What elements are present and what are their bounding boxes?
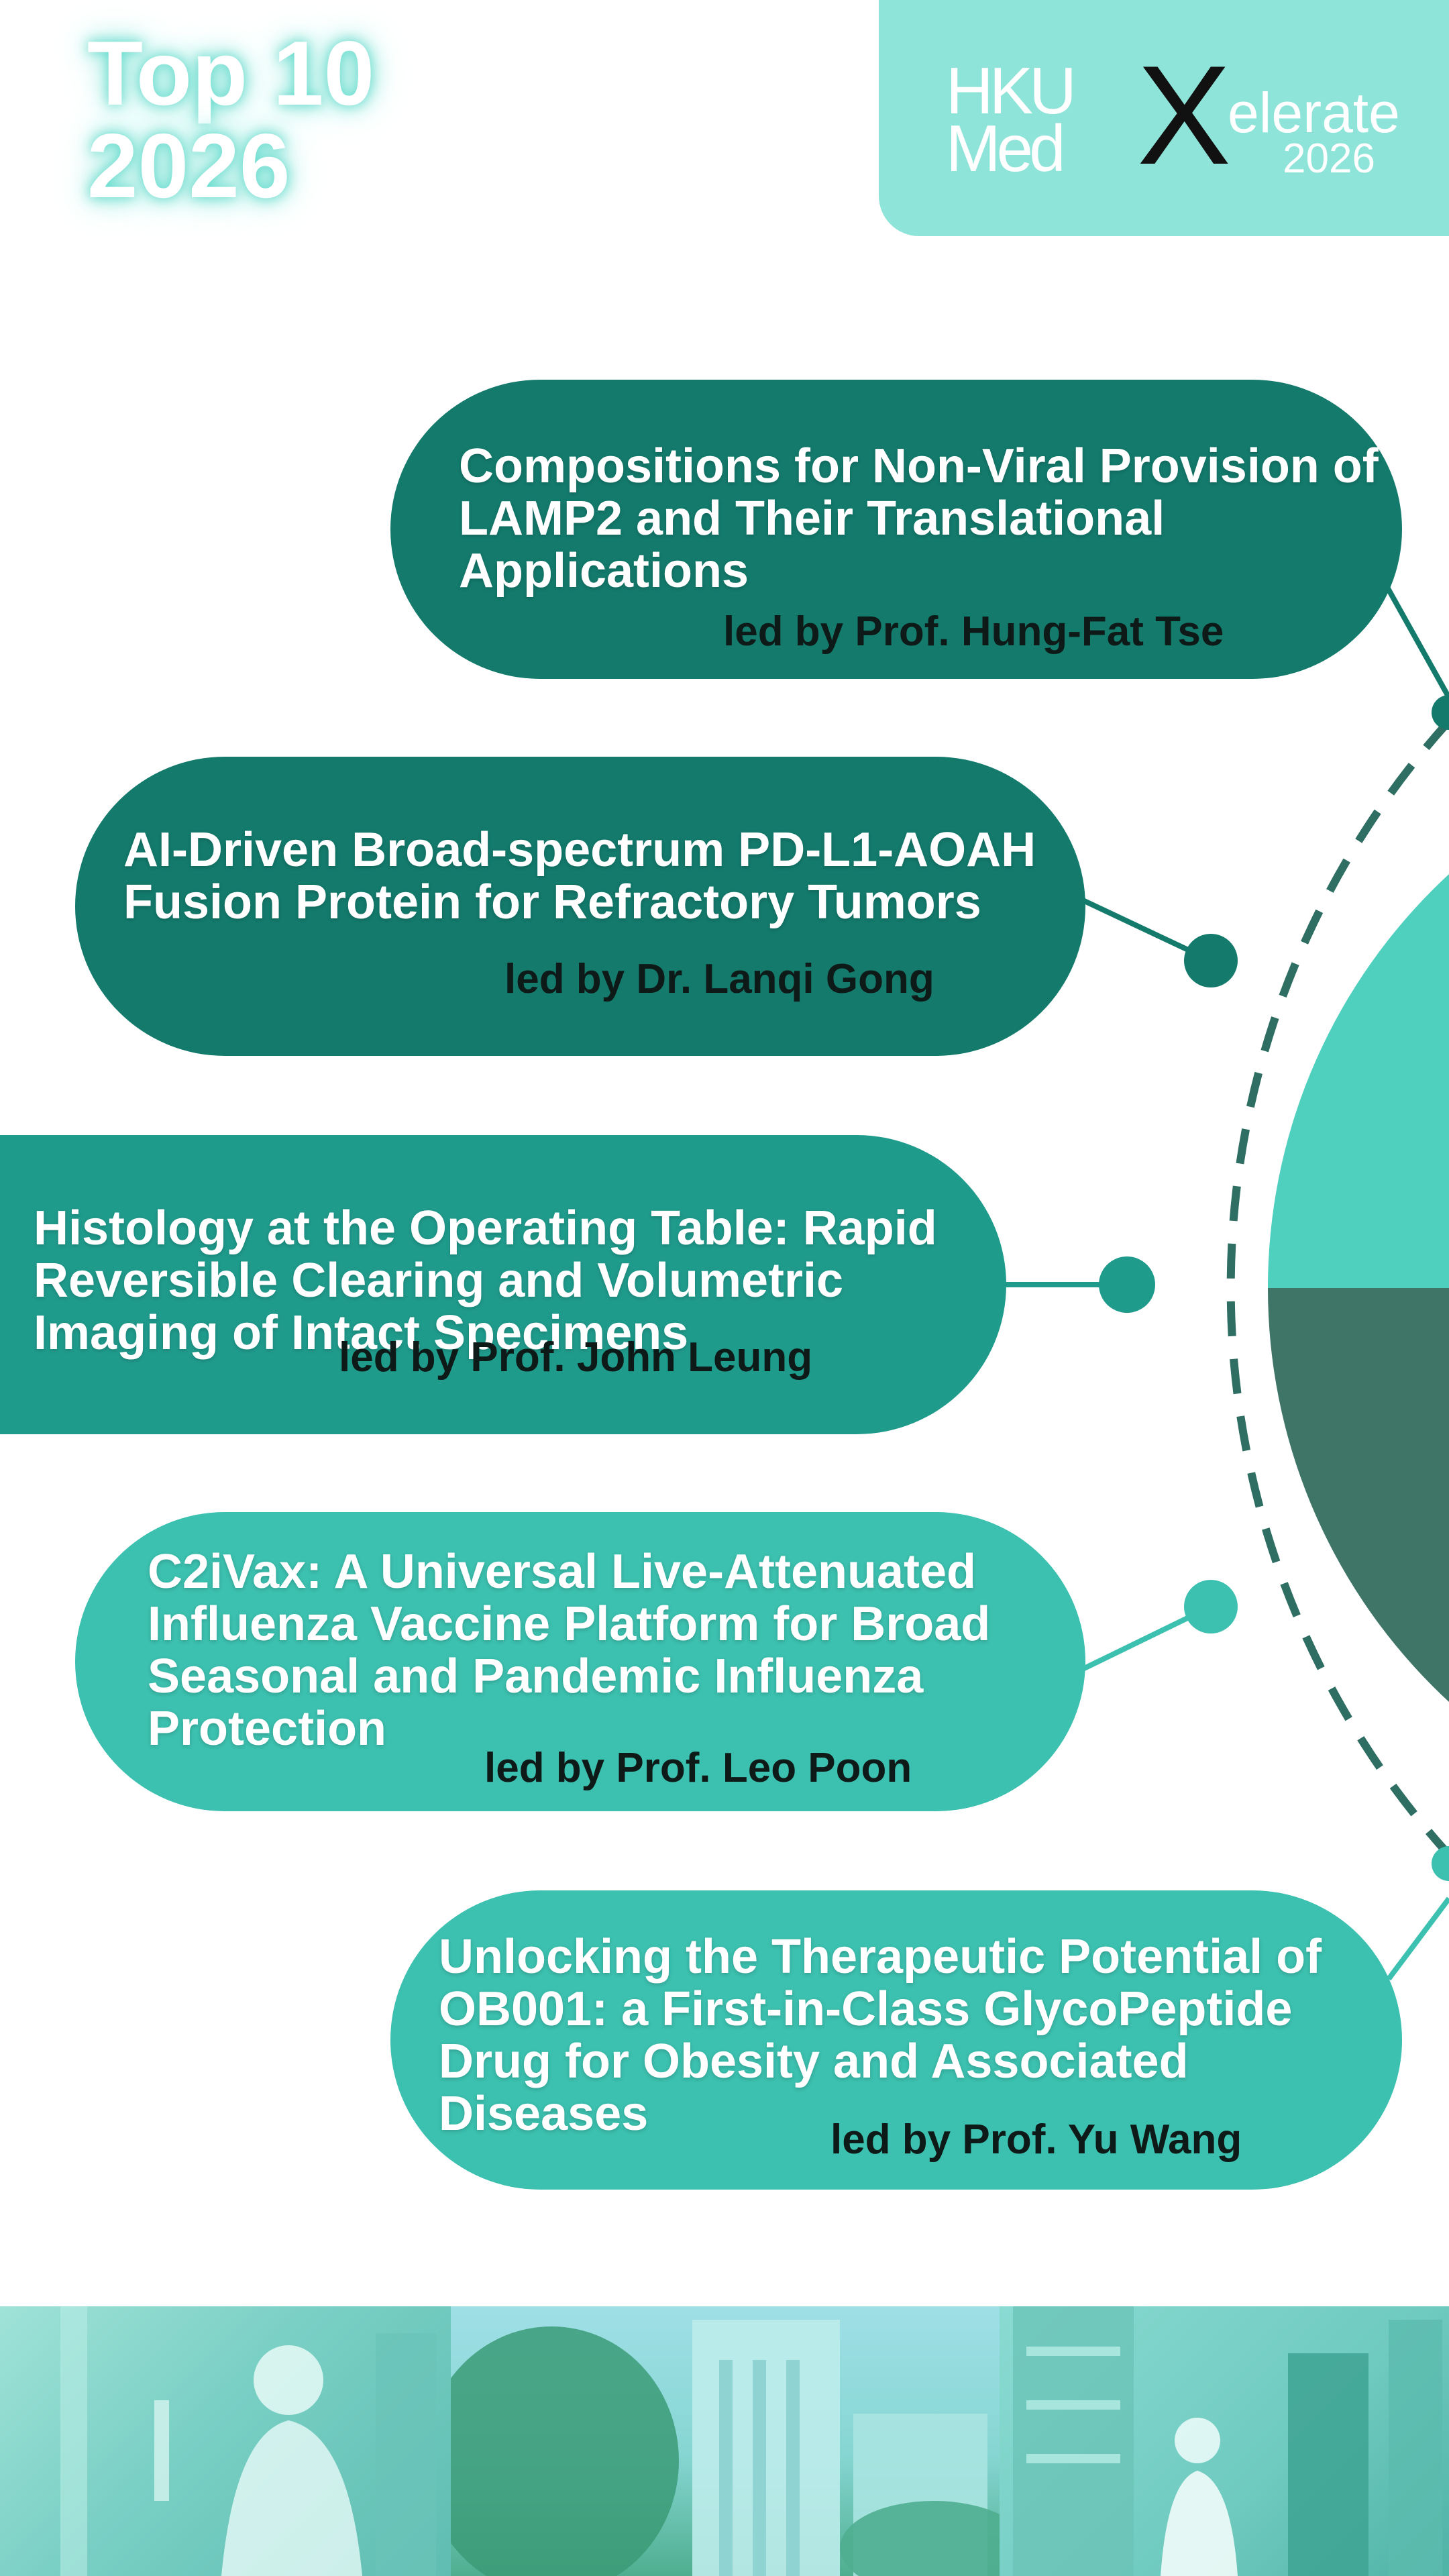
researcher-silhouette: [60, 2306, 436, 2576]
headline-top10: Top 10 2026: [87, 27, 374, 212]
connector-line-1: [1383, 582, 1449, 699]
xelerate-wordmark: elerate: [1228, 81, 1400, 144]
project-card-2: AI-Driven Broad-spectrum PD-L1-AOAH Fusi…: [75, 757, 1085, 1056]
ring-lower-segment: [1268, 1288, 1449, 1702]
headline-line2: 2026: [87, 115, 290, 217]
hkumed-logo: HKU Med: [946, 54, 1077, 185]
project-lead: led by Prof. Leo Poon: [484, 1745, 912, 1791]
connector-dot-5: [1432, 1846, 1449, 1881]
building-silhouette: [451, 2320, 1000, 2576]
lab-researcher-photo: [0, 2306, 451, 2576]
lab-equipment-photo: [1000, 2306, 1449, 2576]
project-card-5: Unlocking the Therapeutic Potential of O…: [390, 1890, 1402, 2190]
campus-building-photo: [451, 2306, 1000, 2576]
project-card-3: Histology at the Operating Table: Rapid …: [0, 1135, 1006, 1434]
project-title: C2iVax: A Universal Live-Attenuated Infl…: [148, 1545, 991, 1756]
brand-panel: HKU Med X elerate 2026: [879, 0, 1449, 236]
project-lead: led by Prof. Hung-Fat Tse: [723, 608, 1224, 655]
connector-line-4: [1079, 1604, 1212, 1673]
xelerate-x-mark: X: [1137, 36, 1231, 194]
connector-dot-2: [1184, 934, 1238, 987]
project-title: Unlocking the Therapeutic Potential of O…: [439, 1930, 1322, 2141]
project-card-1: Compositions for Non-Viral Provision of …: [390, 380, 1402, 679]
project-card-4: C2iVax: A Universal Live-Attenuated Infl…: [75, 1512, 1085, 1811]
connector-dot-1: [1432, 695, 1449, 730]
lab-silhouette: [1013, 2306, 1442, 2576]
dashed-arc: [1226, 718, 1449, 1858]
brand-year: 2026: [1283, 136, 1375, 182]
project-title: Compositions for Non-Viral Provision of …: [459, 439, 1379, 598]
lab-photo-strip: [0, 2306, 1449, 2576]
connector-dot-3: [1099, 1256, 1155, 1313]
project-lead: led by Prof. Yu Wang: [830, 2116, 1242, 2163]
ring-upper-segment: [1268, 874, 1449, 1288]
connector-dot-4: [1184, 1580, 1238, 1633]
hku-text: HKU: [946, 54, 1077, 127]
headline-line1: Top 10: [87, 22, 375, 124]
project-title: Histology at the Operating Table: Rapid …: [34, 1201, 937, 1360]
project-lead: led by Prof. John Leung: [339, 1334, 813, 1381]
project-lead: led by Dr. Lanqi Gong: [504, 956, 934, 1002]
connector-line-5: [1386, 1896, 1449, 1981]
project-title: AI-Driven Broad-spectrum PD-L1-AOAH Fusi…: [123, 823, 1036, 929]
connector-line-2: [1079, 896, 1212, 963]
med-text: Med: [946, 111, 1066, 185]
